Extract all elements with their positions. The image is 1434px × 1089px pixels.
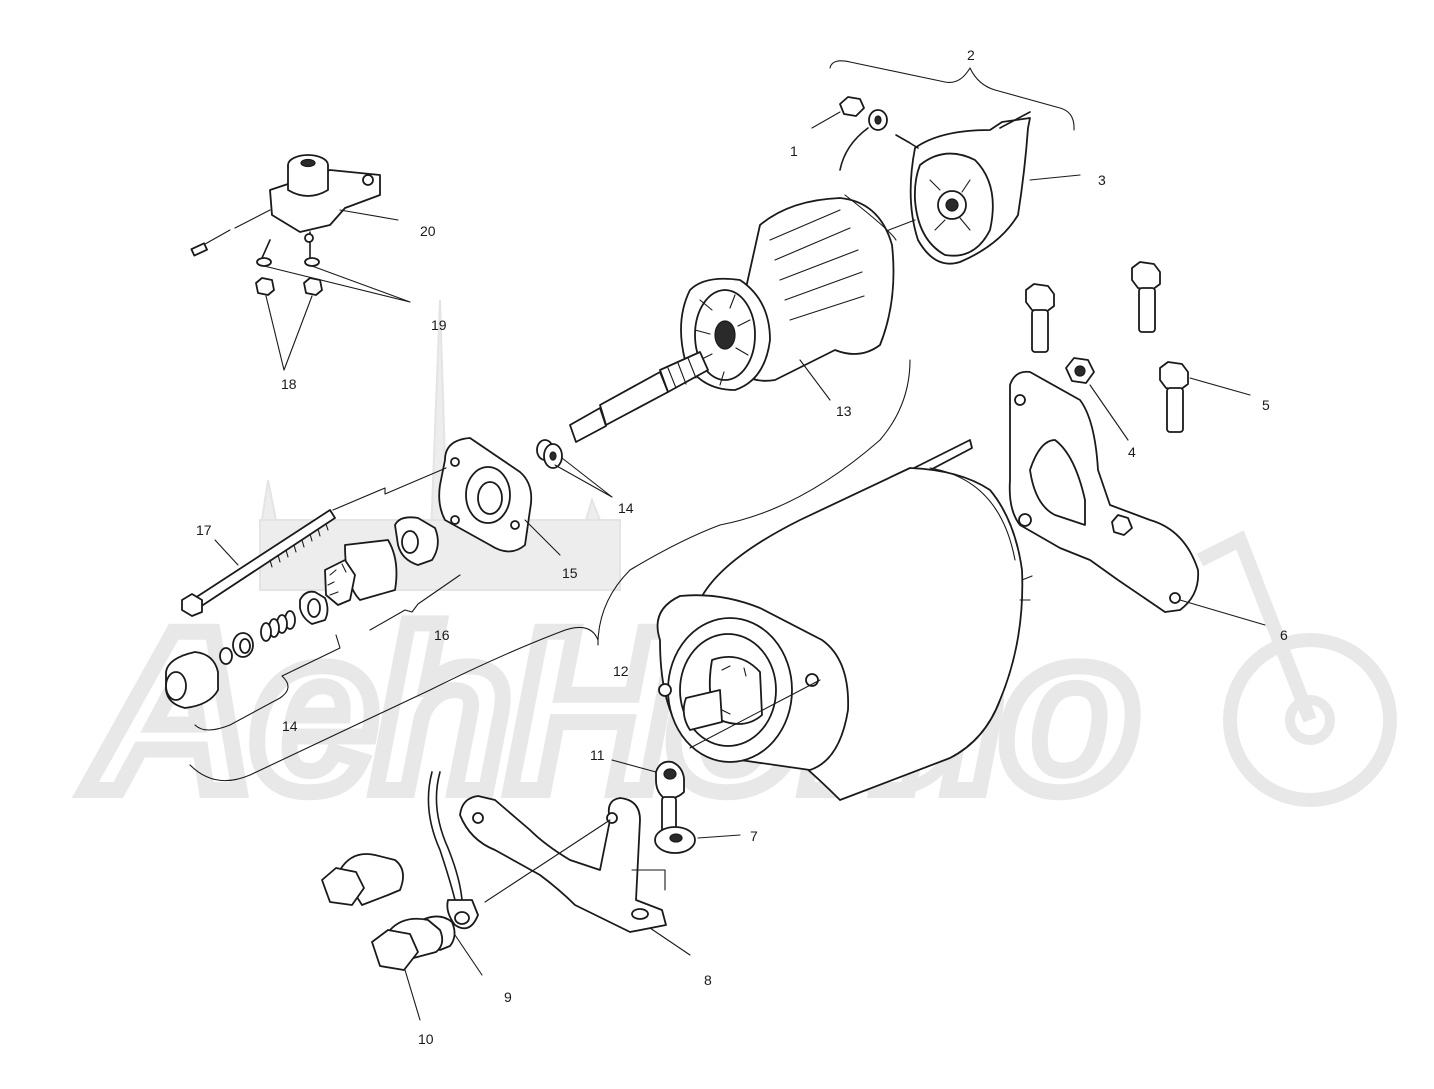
through-bolt xyxy=(181,509,336,617)
callout-2: 2 xyxy=(967,47,975,63)
callout-11: 11 xyxy=(590,747,605,763)
callout-labels: 2 1 3 20 19 18 5 13 4 14 17 15 6 16 12 1… xyxy=(196,47,1288,1047)
starter-drive xyxy=(324,516,439,606)
group-bracket-12-lower xyxy=(189,626,599,782)
callout-12: 12 xyxy=(613,663,629,679)
leader-15 xyxy=(524,519,561,556)
leader-10 xyxy=(404,969,421,1021)
ground-bolts xyxy=(321,853,456,971)
guide-line-housing xyxy=(689,679,821,749)
callout-1: 1 xyxy=(790,143,798,159)
group-bracket-2 xyxy=(829,60,1075,131)
mount-bolts xyxy=(1025,261,1189,433)
callout-8: 8 xyxy=(704,972,712,988)
leader-17 xyxy=(214,539,239,566)
leader-1 xyxy=(811,111,841,129)
thrust-washers-upper xyxy=(536,439,563,469)
starter-relay xyxy=(190,154,381,259)
ground-cable xyxy=(427,771,479,930)
leader-9 xyxy=(454,934,483,976)
relay-nuts xyxy=(255,277,323,296)
callout-14-lower: 14 xyxy=(282,718,298,734)
callout-3: 3 xyxy=(1098,172,1106,188)
group-bracket-14-lower xyxy=(194,634,341,731)
callout-14-upper: 14 xyxy=(618,500,634,516)
callout-10: 10 xyxy=(418,1031,434,1047)
leader-7 xyxy=(697,834,741,839)
relay-washers xyxy=(256,257,320,267)
callout-17: 17 xyxy=(196,522,212,538)
callout-6: 6 xyxy=(1280,627,1288,643)
motor-housing xyxy=(656,439,1033,801)
leader-14-upper xyxy=(554,457,613,498)
end-cover xyxy=(895,111,1031,265)
callout-7: 7 xyxy=(750,828,758,844)
callout-20: 20 xyxy=(420,223,436,239)
guide-line-bolt xyxy=(332,467,447,511)
flat-washer xyxy=(654,826,696,854)
guide-line-9 xyxy=(484,819,611,903)
nut-1 xyxy=(839,96,888,171)
spacer-rings xyxy=(165,590,329,709)
leader-20 xyxy=(339,209,399,221)
group-bracket-16 xyxy=(369,574,461,631)
leader-8 xyxy=(649,927,691,956)
hex-nut-4 xyxy=(1065,357,1095,384)
leader-18 xyxy=(265,295,313,371)
mounting-bracket xyxy=(1008,370,1200,613)
leader-4 xyxy=(1089,384,1129,441)
callout-9: 9 xyxy=(504,989,512,1005)
front-cover-plate xyxy=(438,437,533,553)
callout-4: 4 xyxy=(1128,444,1136,460)
guide-line-armature xyxy=(844,194,897,241)
callout-19: 19 xyxy=(431,317,447,333)
leader-11 xyxy=(611,759,657,773)
leader-19 xyxy=(263,265,411,303)
callout-15: 15 xyxy=(562,565,578,581)
callout-18: 18 xyxy=(281,376,297,392)
group-bracket-12-upper xyxy=(597,359,911,641)
leader-6 xyxy=(1179,599,1266,626)
callout-16: 16 xyxy=(434,627,450,643)
callout-13: 13 xyxy=(836,403,852,419)
guide-line-8 xyxy=(631,869,666,891)
callout-5: 5 xyxy=(1262,397,1270,413)
leader-5 xyxy=(1189,377,1251,396)
leader-13 xyxy=(799,359,831,401)
armature xyxy=(569,197,895,443)
leader-3 xyxy=(1029,174,1081,181)
lower-bracket xyxy=(459,795,667,933)
